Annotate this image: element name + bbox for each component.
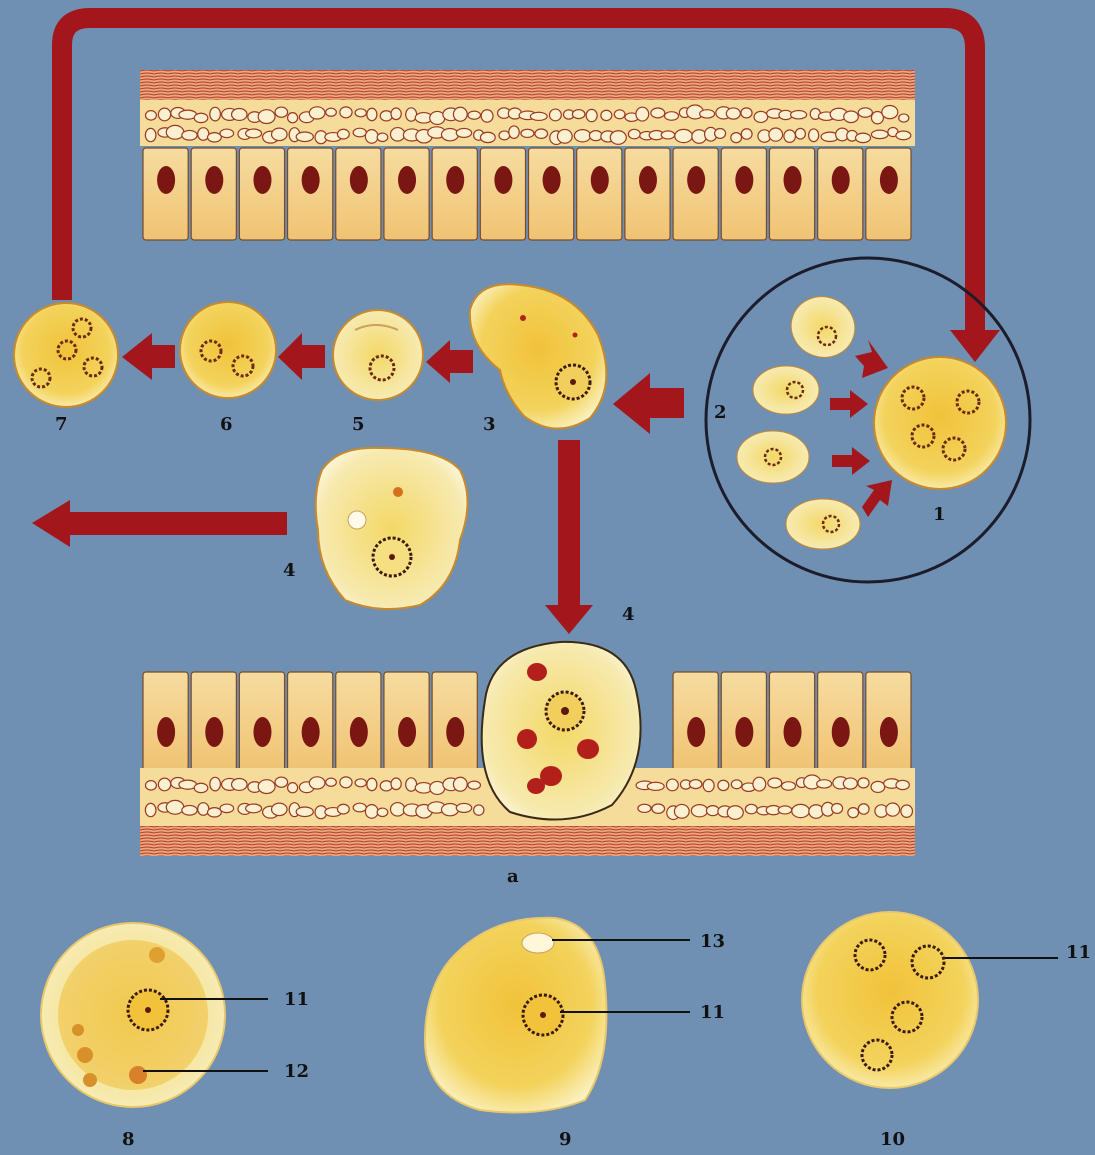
arrow-3-down (545, 440, 593, 634)
epithelial-cell (288, 148, 333, 240)
epithelial-cell (673, 148, 718, 240)
epithelial-cell (721, 672, 766, 770)
arrow-4-out (32, 500, 287, 547)
callout-label-11-fig9: 11 (700, 1002, 725, 1023)
arrow-1-to-3 (613, 373, 684, 434)
label-fig-8: 8 (122, 1129, 135, 1150)
epithelial-cell (577, 148, 622, 240)
callout-label-13-fig9: 13 (700, 931, 725, 952)
ingested-rbc (527, 663, 547, 681)
metacystic-trophozoite (753, 366, 819, 414)
ingested-rbc (577, 739, 599, 759)
top-fiber-layer (140, 70, 915, 102)
epithelial-cell (866, 672, 911, 770)
epithelial-cell (818, 672, 863, 770)
arrow-6-to-7 (122, 333, 175, 380)
epithelial-cell (769, 672, 814, 770)
bottom-fiber-layer (140, 826, 915, 856)
label-stage-6: 6 (220, 414, 233, 435)
stage-3-trophozoite (470, 284, 606, 428)
callout-label-11-fig8: 11 (284, 989, 309, 1010)
label-fig-10: 10 (880, 1129, 905, 1150)
label-stage-2: 2 (714, 402, 727, 423)
epithelial-cell (384, 148, 429, 240)
epithelial-cell (336, 672, 381, 770)
epithelial-cell (480, 148, 525, 240)
epithelial-cell (866, 148, 911, 240)
ingested-rbc (527, 778, 545, 794)
epithelial-cell (384, 672, 429, 770)
epithelial-cell (673, 672, 718, 770)
fig-9-cyst (425, 918, 606, 1113)
label-fig-9: 9 (559, 1129, 572, 1150)
epithelial-cell (529, 148, 574, 240)
epithelial-cell (191, 148, 236, 240)
label-stage-4-center: 4 (622, 604, 635, 625)
top-epithelial-cells (143, 148, 911, 240)
callout-label-11-fig10: 11 (1066, 942, 1091, 963)
ingested-rbc (517, 729, 537, 749)
metacystic-trophozoite (786, 499, 860, 549)
label-stage-4-left: 4 (283, 560, 296, 581)
fig-8-precyst (41, 923, 225, 1107)
epithelial-cell (818, 148, 863, 240)
epithelial-cell (239, 148, 284, 240)
epithelial-cell (432, 672, 477, 770)
loop-arrow-head (950, 330, 1000, 362)
epithelial-cell (432, 148, 477, 240)
epithelial-cell (143, 148, 188, 240)
epithelial-cell (721, 148, 766, 240)
epithelial-cell (625, 148, 670, 240)
four-nucleate-cyst (874, 357, 1006, 489)
callout-label-12-fig8: 12 (284, 1061, 309, 1082)
label-stage-5: 5 (352, 414, 365, 435)
label-panel-a: a (507, 866, 519, 887)
epithelial-cell (191, 672, 236, 770)
arrow-5-to-6 (278, 333, 325, 380)
epithelial-cell (288, 672, 333, 770)
metacystic-trophozoite (783, 288, 864, 366)
label-stage-3: 3 (483, 414, 496, 435)
epithelial-cell (336, 148, 381, 240)
stage-6-cyst (180, 302, 276, 398)
epithelial-cell (239, 672, 284, 770)
arrow-3-to-5 (426, 340, 473, 383)
stage-7-cyst (14, 303, 118, 407)
label-stage-7: 7 (55, 414, 68, 435)
fig-8-chromatoid (129, 1066, 147, 1084)
label-stage-1: 1 (933, 504, 946, 525)
epithelial-cell (143, 672, 188, 770)
top-epithelium (140, 70, 915, 240)
stage-4-trophozoite (316, 448, 468, 609)
tissue-trophozoite (482, 642, 641, 820)
fig-9-vacuole (522, 933, 554, 953)
fig-10-cyst (802, 912, 978, 1088)
metacystic-trophozoite (737, 431, 809, 483)
stage-5-cyst (333, 310, 423, 400)
epithelial-cell (769, 148, 814, 240)
